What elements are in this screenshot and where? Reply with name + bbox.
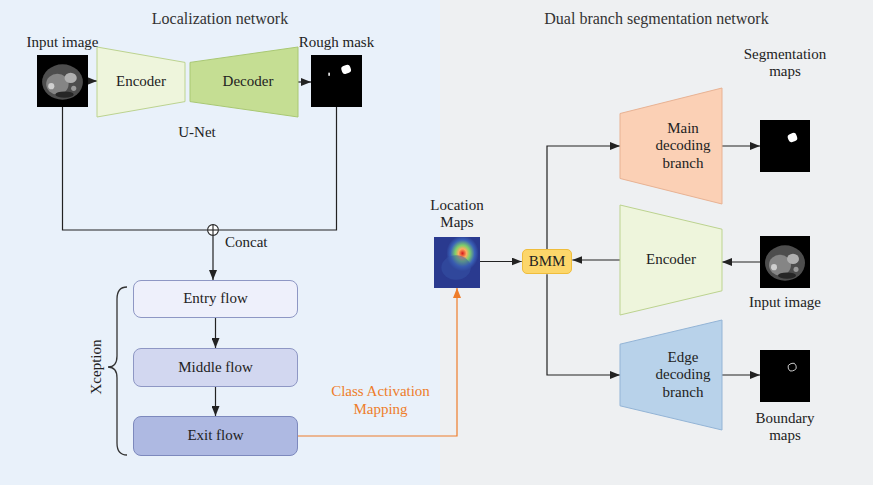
network-name: U-Net [178, 123, 216, 141]
panel-title: Localization network [0, 10, 440, 28]
edge-decoder-block: Edge decoding branch [620, 320, 722, 430]
box-label: BMM [529, 253, 566, 270]
connector-arrow [219, 107, 337, 230]
image-label: Boundary maps [750, 410, 820, 445]
connector-arrow [547, 146, 620, 249]
connector-arrow [298, 288, 457, 436]
box-label: Entry flow [183, 290, 248, 307]
encoder-block: Encoder [97, 47, 185, 117]
segmentation-map-image: Segmentation maps [760, 120, 810, 172]
image-caption: Location Maps [422, 197, 492, 232]
operator-label: Concat [225, 234, 268, 251]
concat-operator: Concat [207, 224, 219, 236]
right-panel-ground [440, 0, 873, 485]
loc-picture [434, 237, 480, 288]
connector-arrow [212, 236, 213, 280]
image-label: Input image [26, 34, 98, 51]
block-label: Decoder [223, 73, 274, 90]
image-caption: Rough mask [299, 34, 374, 51]
connector-arrow [722, 145, 760, 146]
connector-arrow [547, 274, 620, 375]
image-caption: Input image [26, 34, 98, 51]
block-label: Encoder [116, 73, 166, 90]
bmm-module: BMM [522, 249, 573, 274]
panel-title: Dual branch segmentation network [440, 10, 873, 28]
input-image: Input image [37, 55, 88, 107]
connector-arrow [88, 80, 97, 81]
connector-arrow [298, 81, 311, 82]
edge-label: Class Activation Mapping [318, 382, 443, 418]
xception-brace [108, 287, 127, 455]
block-label: Edge decoding branch [647, 349, 719, 401]
image-caption: Boundary maps [750, 410, 820, 445]
seg-picture [760, 120, 810, 172]
block-label: Encoder [646, 251, 696, 268]
block-label: Main decoding branch [647, 120, 719, 172]
image-label: Input image [749, 294, 821, 311]
rough-mask-image: Rough mask [311, 55, 362, 107]
rough-picture [311, 55, 362, 107]
input-image: Input image [760, 236, 810, 288]
network-panel: Dual branch segmentation networkLocation… [440, 0, 873, 485]
location-map-image: Location Maps [434, 237, 480, 288]
box-label: Middle flow [178, 359, 253, 376]
operator-caption: Concat [225, 234, 268, 251]
middle-flow-box: Middle flow [133, 348, 298, 387]
image-label: Location Maps [422, 197, 492, 232]
connector-arrow [480, 261, 522, 262]
connector-arrow [572, 259, 620, 260]
exit-flow-box: Exit flow [133, 416, 298, 456]
image-caption: Segmentation maps [735, 46, 835, 81]
entry-flow-box: Entry flow [133, 280, 298, 318]
decoder-block: Decoder [190, 47, 298, 117]
image-caption: Input image [749, 294, 821, 311]
mri-picture [37, 55, 88, 107]
concat-symbol [207, 224, 219, 236]
connector-arrow [215, 318, 216, 348]
mri-picture [760, 236, 810, 288]
image-label: Segmentation maps [735, 46, 835, 81]
connector-arrow [215, 387, 216, 416]
bound-picture [760, 350, 810, 402]
image-label: Rough mask [299, 34, 374, 51]
connector-arrow [722, 374, 760, 375]
box-label: Exit flow [187, 427, 243, 444]
boundary-map-image: Boundary maps [760, 350, 810, 402]
connector-arrow [722, 261, 760, 262]
encoder-block: Encoder [620, 205, 722, 315]
main-decoder-block: Main decoding branch [620, 88, 722, 204]
network-name: Xception [87, 340, 105, 395]
